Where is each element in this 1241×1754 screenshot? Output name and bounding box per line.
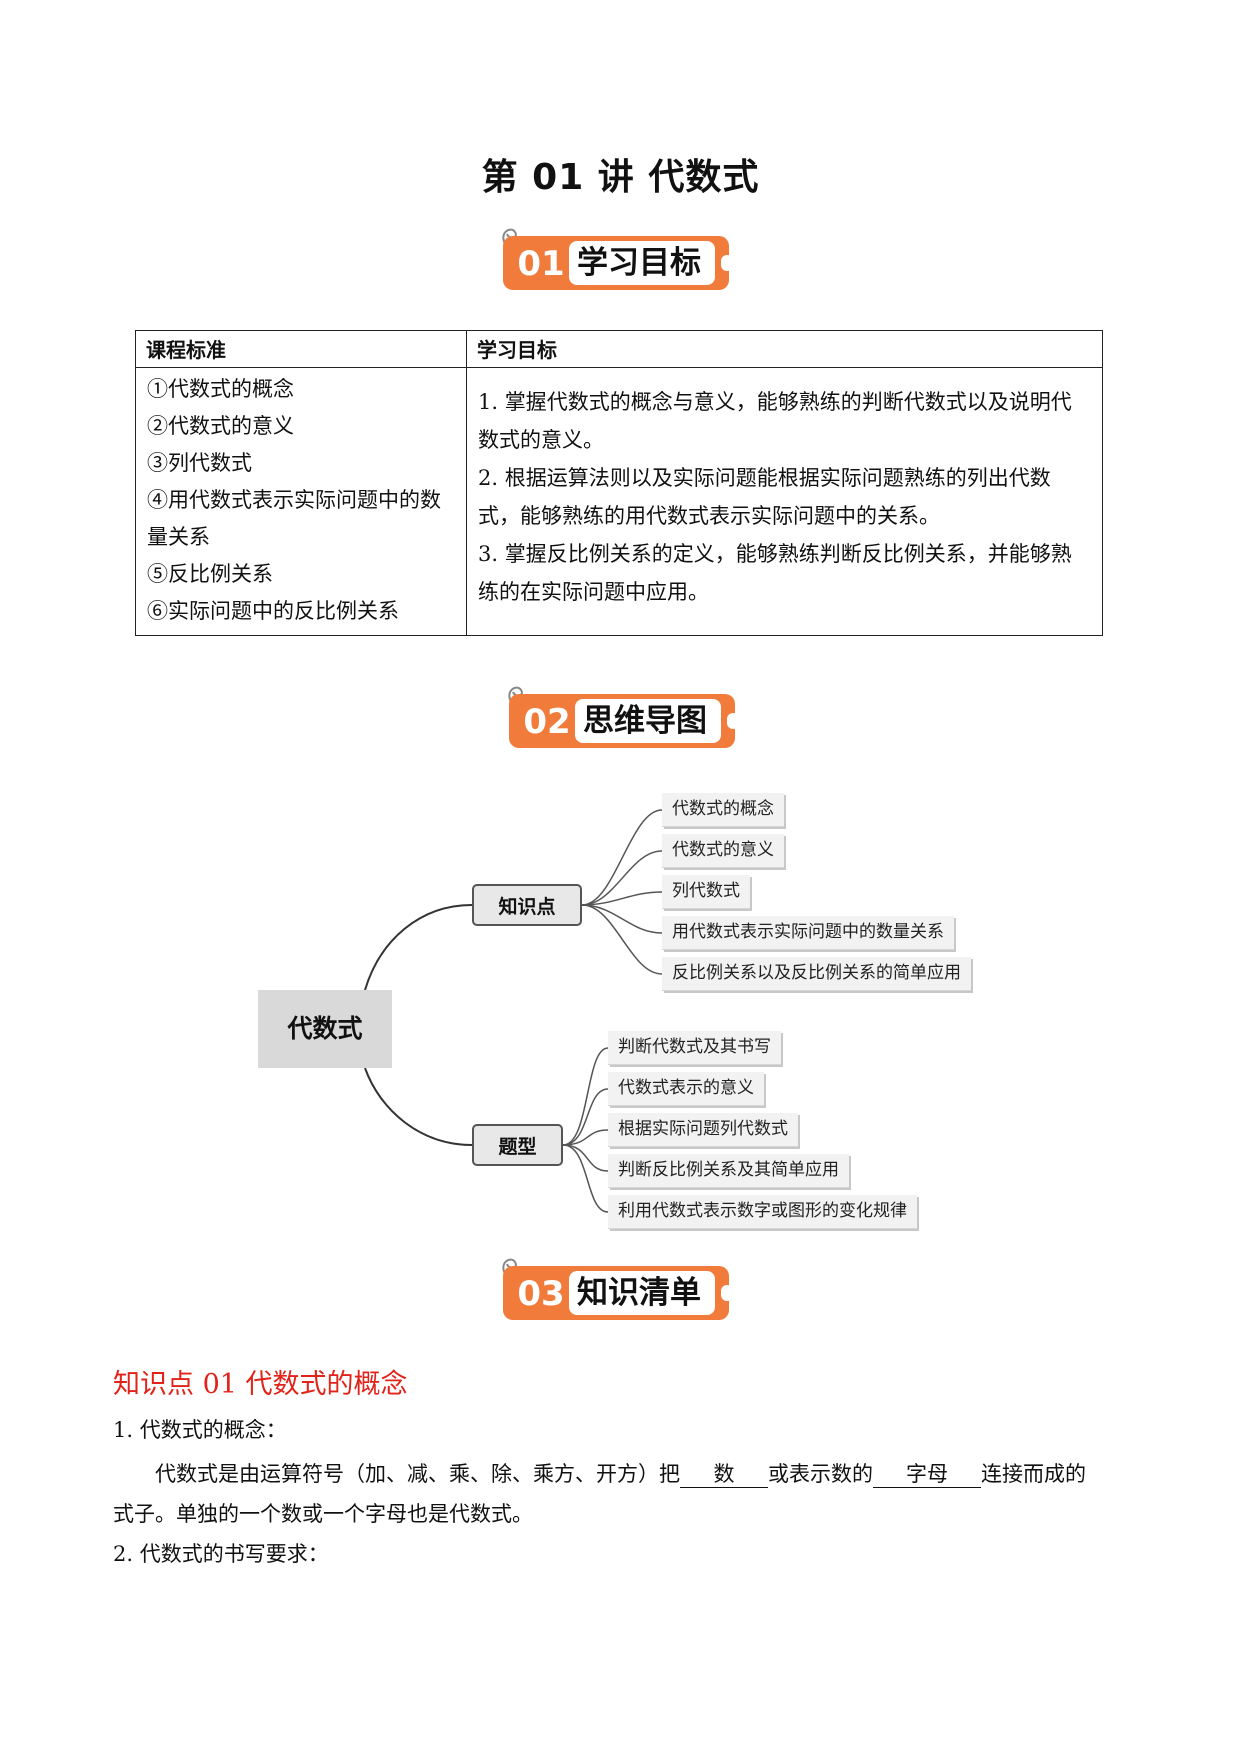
list-item: ③列代数式 xyxy=(147,451,252,475)
section-label: 学习目标 xyxy=(569,241,715,285)
standards-list: ①代数式的概念 ②代数式的意义 ③列代数式 ④用代数式表示实际问题中的数 量关系… xyxy=(137,369,465,634)
list-item: ④用代数式表示实际问题中的数 xyxy=(147,488,441,512)
leaf-node: 代数式表示的意义 xyxy=(608,1072,764,1106)
definition-text-c: 连接而成的 xyxy=(981,1462,1086,1486)
list-item: ⑥实际问题中的反比例关系 xyxy=(147,599,399,623)
leaf-node: 代数式的意义 xyxy=(662,834,784,868)
leaf-node: 代数式的概念 xyxy=(662,793,784,827)
goals-table: 课程标准 学习目标 ①代数式的概念 ②代数式的意义 ③列代数式 ④用代数式表示实… xyxy=(135,330,1103,636)
leaf-node: 反比例关系以及反比例关系的简单应用 xyxy=(662,957,971,991)
list-item: 1. 掌握代数式的概念与意义，能够熟练的判断代数式以及说明代 xyxy=(478,390,1072,414)
objectives-list: 1. 掌握代数式的概念与意义，能够熟练的判断代数式以及说明代 数式的意义。 2.… xyxy=(468,369,1101,619)
branch-question-types: 题型 xyxy=(472,1124,563,1166)
section-label: 思维导图 xyxy=(575,699,721,743)
list-item: 3. 掌握反比例关系的定义，能够熟练判断反比例关系，并能够熟 xyxy=(478,542,1072,566)
table-header-standards: 课程标准 xyxy=(135,330,467,368)
definition-text-b: 或表示数的 xyxy=(768,1462,873,1486)
section-number: 03 xyxy=(517,1274,565,1314)
leaf-node: 用代数式表示实际问题中的数量关系 xyxy=(662,916,954,950)
list-item: 练的在实际问题中应用。 xyxy=(478,580,709,604)
list-item: ⑤反比例关系 xyxy=(147,562,273,586)
section-badge-02: 02 思维导图 xyxy=(503,680,743,754)
fill-blank-1: 数 xyxy=(680,1461,768,1488)
list-item: 2. 根据运算法则以及实际问题能根据实际问题熟练的列出代数 xyxy=(478,466,1051,490)
leaf-node: 判断代数式及其书写 xyxy=(608,1031,781,1065)
section-number: 01 xyxy=(517,244,565,284)
table-header-objectives: 学习目标 xyxy=(466,330,1103,368)
definition-text-a: 代数式是由运算符号（加、减、乘、除、乘方、开方）把 xyxy=(155,1462,680,1486)
list-item: 数式的意义。 xyxy=(478,428,604,452)
item-1-title: 1. 代数式的概念： xyxy=(113,1418,287,1442)
mind-map-root: 代数式 xyxy=(258,990,392,1068)
page-title: 第 01 讲 代数式 xyxy=(481,157,760,198)
list-item: 式，能够熟练的用代数式表示实际问题中的关系。 xyxy=(478,504,940,528)
section-badge-03: 03 知识清单 xyxy=(497,1252,737,1326)
leaf-node: 列代数式 xyxy=(662,875,750,909)
leaf-node: 判断反比例关系及其简单应用 xyxy=(608,1154,849,1188)
definition-line-1: 代数式是由运算符号（加、减、乘、除、乘方、开方）把数或表示数的字母连接而成的 xyxy=(155,1458,1086,1488)
list-item: ②代数式的意义 xyxy=(147,414,294,438)
item-2-title: 2. 代数式的书写要求： xyxy=(113,1542,329,1566)
knowledge-point-heading: 知识点 01 代数式的概念 xyxy=(113,1369,408,1400)
fill-blank-2: 字母 xyxy=(873,1461,981,1488)
branch-knowledge-points: 知识点 xyxy=(472,884,582,926)
list-item: 量关系 xyxy=(147,525,210,549)
section-badge-01: 01 学习目标 xyxy=(497,222,737,296)
leaf-node: 根据实际问题列代数式 xyxy=(608,1113,798,1147)
leaf-node: 利用代数式表示数字或图形的变化规律 xyxy=(608,1195,917,1229)
section-number: 02 xyxy=(523,702,571,742)
section-label: 知识清单 xyxy=(569,1271,715,1315)
list-item: ①代数式的概念 xyxy=(147,377,294,401)
definition-line-2: 式子。单独的一个数或一个字母也是代数式。 xyxy=(113,1502,533,1526)
